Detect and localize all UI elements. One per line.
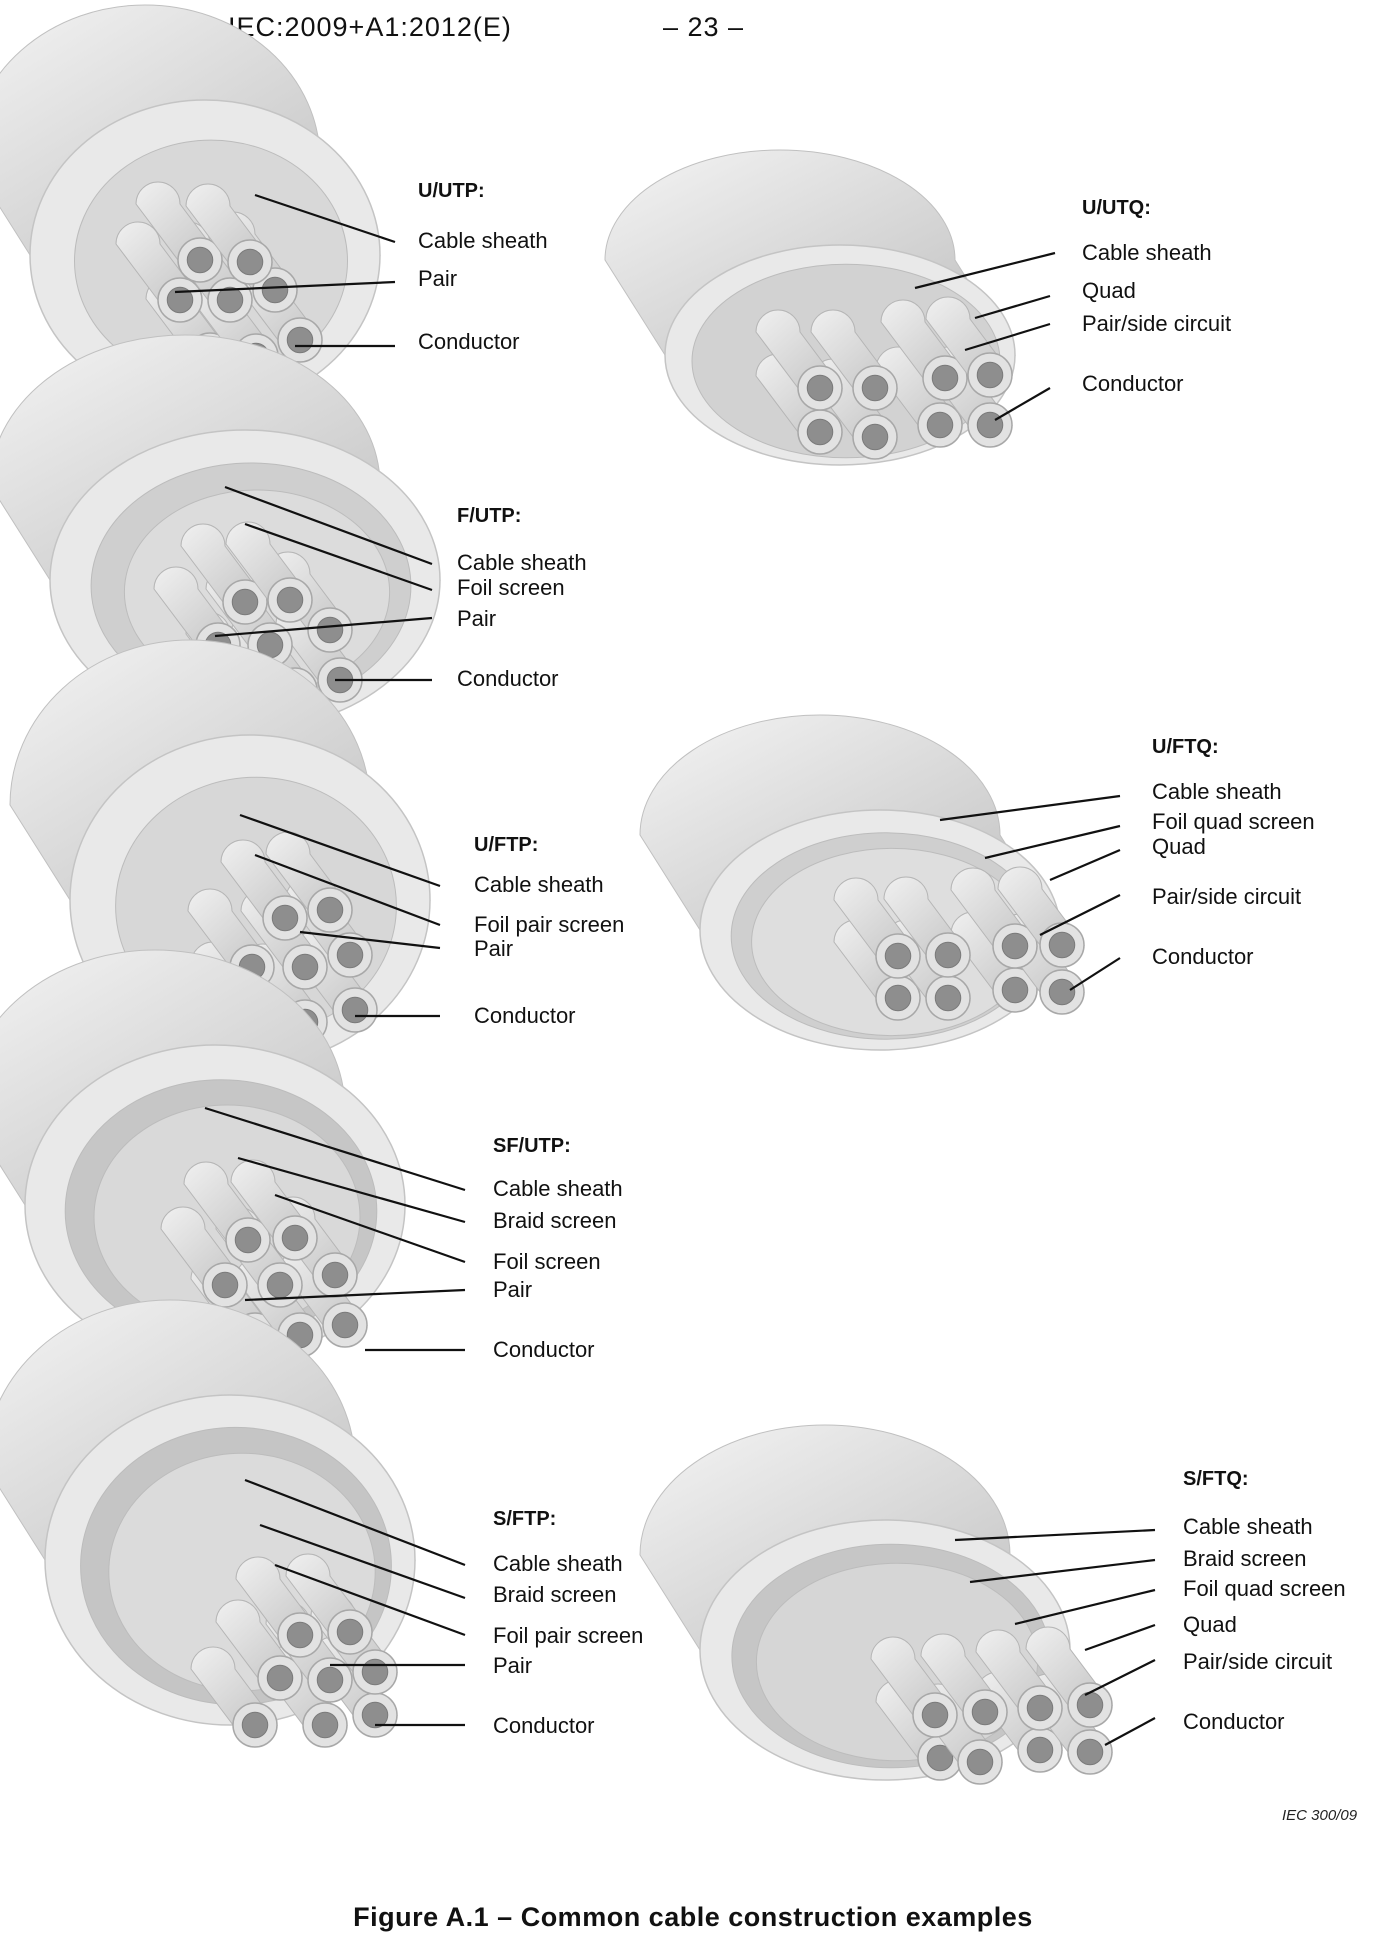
component-label: Foil pair screen xyxy=(493,1623,643,1648)
component-label: Cable sheath xyxy=(1082,240,1212,265)
component-label: Foil pair screen xyxy=(474,912,624,937)
header-page-number: – 23 – xyxy=(663,12,745,42)
leader-line xyxy=(994,387,1051,421)
leader-line xyxy=(244,1288,466,1302)
leader-line xyxy=(1049,848,1121,882)
leader-line xyxy=(1039,894,1121,936)
component-label: Pair xyxy=(493,1653,532,1678)
component-label: Conductor xyxy=(493,1713,595,1738)
cable-sf-utp xyxy=(0,949,406,1366)
component-label: Cable sheath xyxy=(493,1551,623,1576)
component-label: Pair/side circuit xyxy=(1183,1649,1332,1674)
cable-u-utq xyxy=(604,149,1016,466)
component-label: Cable sheath xyxy=(1152,779,1282,804)
cable-u-utp xyxy=(0,4,381,411)
component-label: Quad xyxy=(1082,278,1136,303)
leader-line xyxy=(1014,1588,1156,1626)
component-label: Conductor xyxy=(1152,944,1254,969)
component-label: Foil screen xyxy=(457,575,565,600)
leader-line xyxy=(237,1156,466,1224)
component-label: Foil quad screen xyxy=(1183,1576,1346,1601)
leader-line xyxy=(239,813,441,888)
leader-line xyxy=(244,522,433,592)
component-label: Braid screen xyxy=(493,1582,617,1607)
cable-type-title: U/UTQ: xyxy=(1082,197,1151,219)
component-label: Pair xyxy=(493,1277,532,1302)
component-label: Pair xyxy=(457,606,496,631)
leader-line xyxy=(939,794,1121,822)
leader-line xyxy=(1084,1623,1156,1652)
component-label: Cable sheath xyxy=(1183,1514,1313,1539)
cable-s-ftq xyxy=(639,1424,1113,1785)
leader-line xyxy=(969,1558,1156,1584)
component-label: Conductor xyxy=(418,329,520,354)
cable-type-title: S/FTP: xyxy=(493,1508,556,1530)
component-label: Conductor xyxy=(1183,1709,1285,1734)
component-label: Braid screen xyxy=(493,1208,617,1233)
cable-type-title: U/UTP: xyxy=(418,180,485,202)
cable-u-ftq xyxy=(639,714,1085,1051)
component-label: Cable sheath xyxy=(457,550,587,575)
leader-line xyxy=(254,853,441,927)
component-label: Pair/side circuit xyxy=(1082,311,1231,336)
component-label: Conductor xyxy=(493,1337,595,1362)
component-label: Conductor xyxy=(474,1003,576,1028)
cable-type-title: F/UTP: xyxy=(457,505,521,527)
leader-line xyxy=(1104,1717,1156,1746)
leader-line xyxy=(954,1528,1156,1542)
component-label: Quad xyxy=(1183,1612,1237,1637)
cable-type-title: SF/UTP: xyxy=(493,1135,571,1157)
leader-line xyxy=(259,1523,466,1600)
leader-line xyxy=(914,251,1056,290)
component-label: Foil screen xyxy=(493,1249,601,1274)
leader-line xyxy=(299,930,441,950)
cable-type-title: U/FTP: xyxy=(474,834,538,856)
component-label: Pair/side circuit xyxy=(1152,884,1301,909)
figure-caption: Figure A.1 – Common cable construction e… xyxy=(353,1902,1033,1932)
cable-type-title: S/FTQ: xyxy=(1183,1468,1249,1490)
component-label: Cable sheath xyxy=(493,1176,623,1201)
leader-line xyxy=(274,1193,466,1264)
cable-type-title: U/FTQ: xyxy=(1152,736,1219,758)
component-label: Braid screen xyxy=(1183,1546,1307,1571)
leader-line xyxy=(1069,957,1121,991)
component-label: Pair xyxy=(418,266,457,291)
component-label: Cable sheath xyxy=(474,872,604,897)
leader-line xyxy=(1084,1659,1156,1696)
iec-reference: IEC 300/09 xyxy=(1282,1807,1358,1824)
leader-line xyxy=(984,824,1121,860)
component-label: Conductor xyxy=(457,666,559,691)
leader-line xyxy=(174,280,396,294)
cable-construction-figure: U/UTP:Cable sheathPairConductorU/UTQ:Cab… xyxy=(0,4,1346,1785)
leader-line xyxy=(204,1106,466,1192)
leader-line xyxy=(244,1478,466,1567)
component-label: Cable sheath xyxy=(418,228,548,253)
leader-line xyxy=(964,322,1051,352)
leader-line xyxy=(254,193,396,244)
leader-line xyxy=(214,616,433,638)
leader-line xyxy=(974,294,1051,320)
component-label: Foil quad screen xyxy=(1152,809,1315,834)
component-label: Quad xyxy=(1152,834,1206,859)
leader-line xyxy=(224,485,433,566)
cable-s-ftp xyxy=(0,1299,416,1748)
component-label: Conductor xyxy=(1082,371,1184,396)
leader-line xyxy=(274,1563,466,1637)
component-label: Pair xyxy=(474,936,513,961)
